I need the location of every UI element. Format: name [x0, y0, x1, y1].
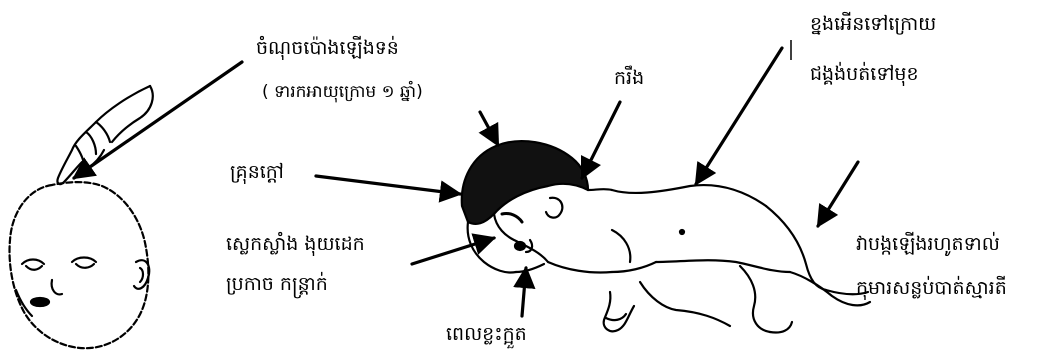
label-drowsy-1: ស្លេកស្លាំង ងុយដេក — [226, 232, 365, 256]
arrow-seizure — [818, 162, 858, 226]
infant-head-illustration — [10, 182, 150, 348]
label-fontanelle-note: ( ទារកអាយុក្រោម ១ ឆ្នាំ) — [262, 80, 423, 104]
label-back-arch-1: ខ្នងអើនទៅក្រោយ — [810, 12, 936, 36]
label-drowsy-2: ប្រកាច កន្ត្រាក់ — [226, 272, 328, 296]
label-back-arch-2: ជង្គង់បត់ទៅមុខ — [810, 62, 919, 86]
label-seizure-2: កុមារសន្លប់បាត់ស្មារតី — [856, 276, 1007, 300]
arrow-vomit — [522, 268, 526, 316]
label-seizure-1: វាបង្កឡើងរហូតទាល់ — [856, 232, 1000, 256]
arrow-stiff-neck — [582, 102, 620, 178]
label-vomit: ពេលខ្លះក្អួត — [446, 322, 527, 346]
arrow-fever — [316, 176, 460, 194]
label-fever: គ្រុនក្តៅ — [230, 160, 284, 184]
label-stiff: ករឹង — [614, 66, 644, 90]
arrow-fontanelle-to-child — [480, 112, 498, 145]
label-fontanelle: ចំណុចប៉ោងឡើងទន់ — [256, 36, 399, 60]
arrow-arched-back — [696, 48, 782, 184]
